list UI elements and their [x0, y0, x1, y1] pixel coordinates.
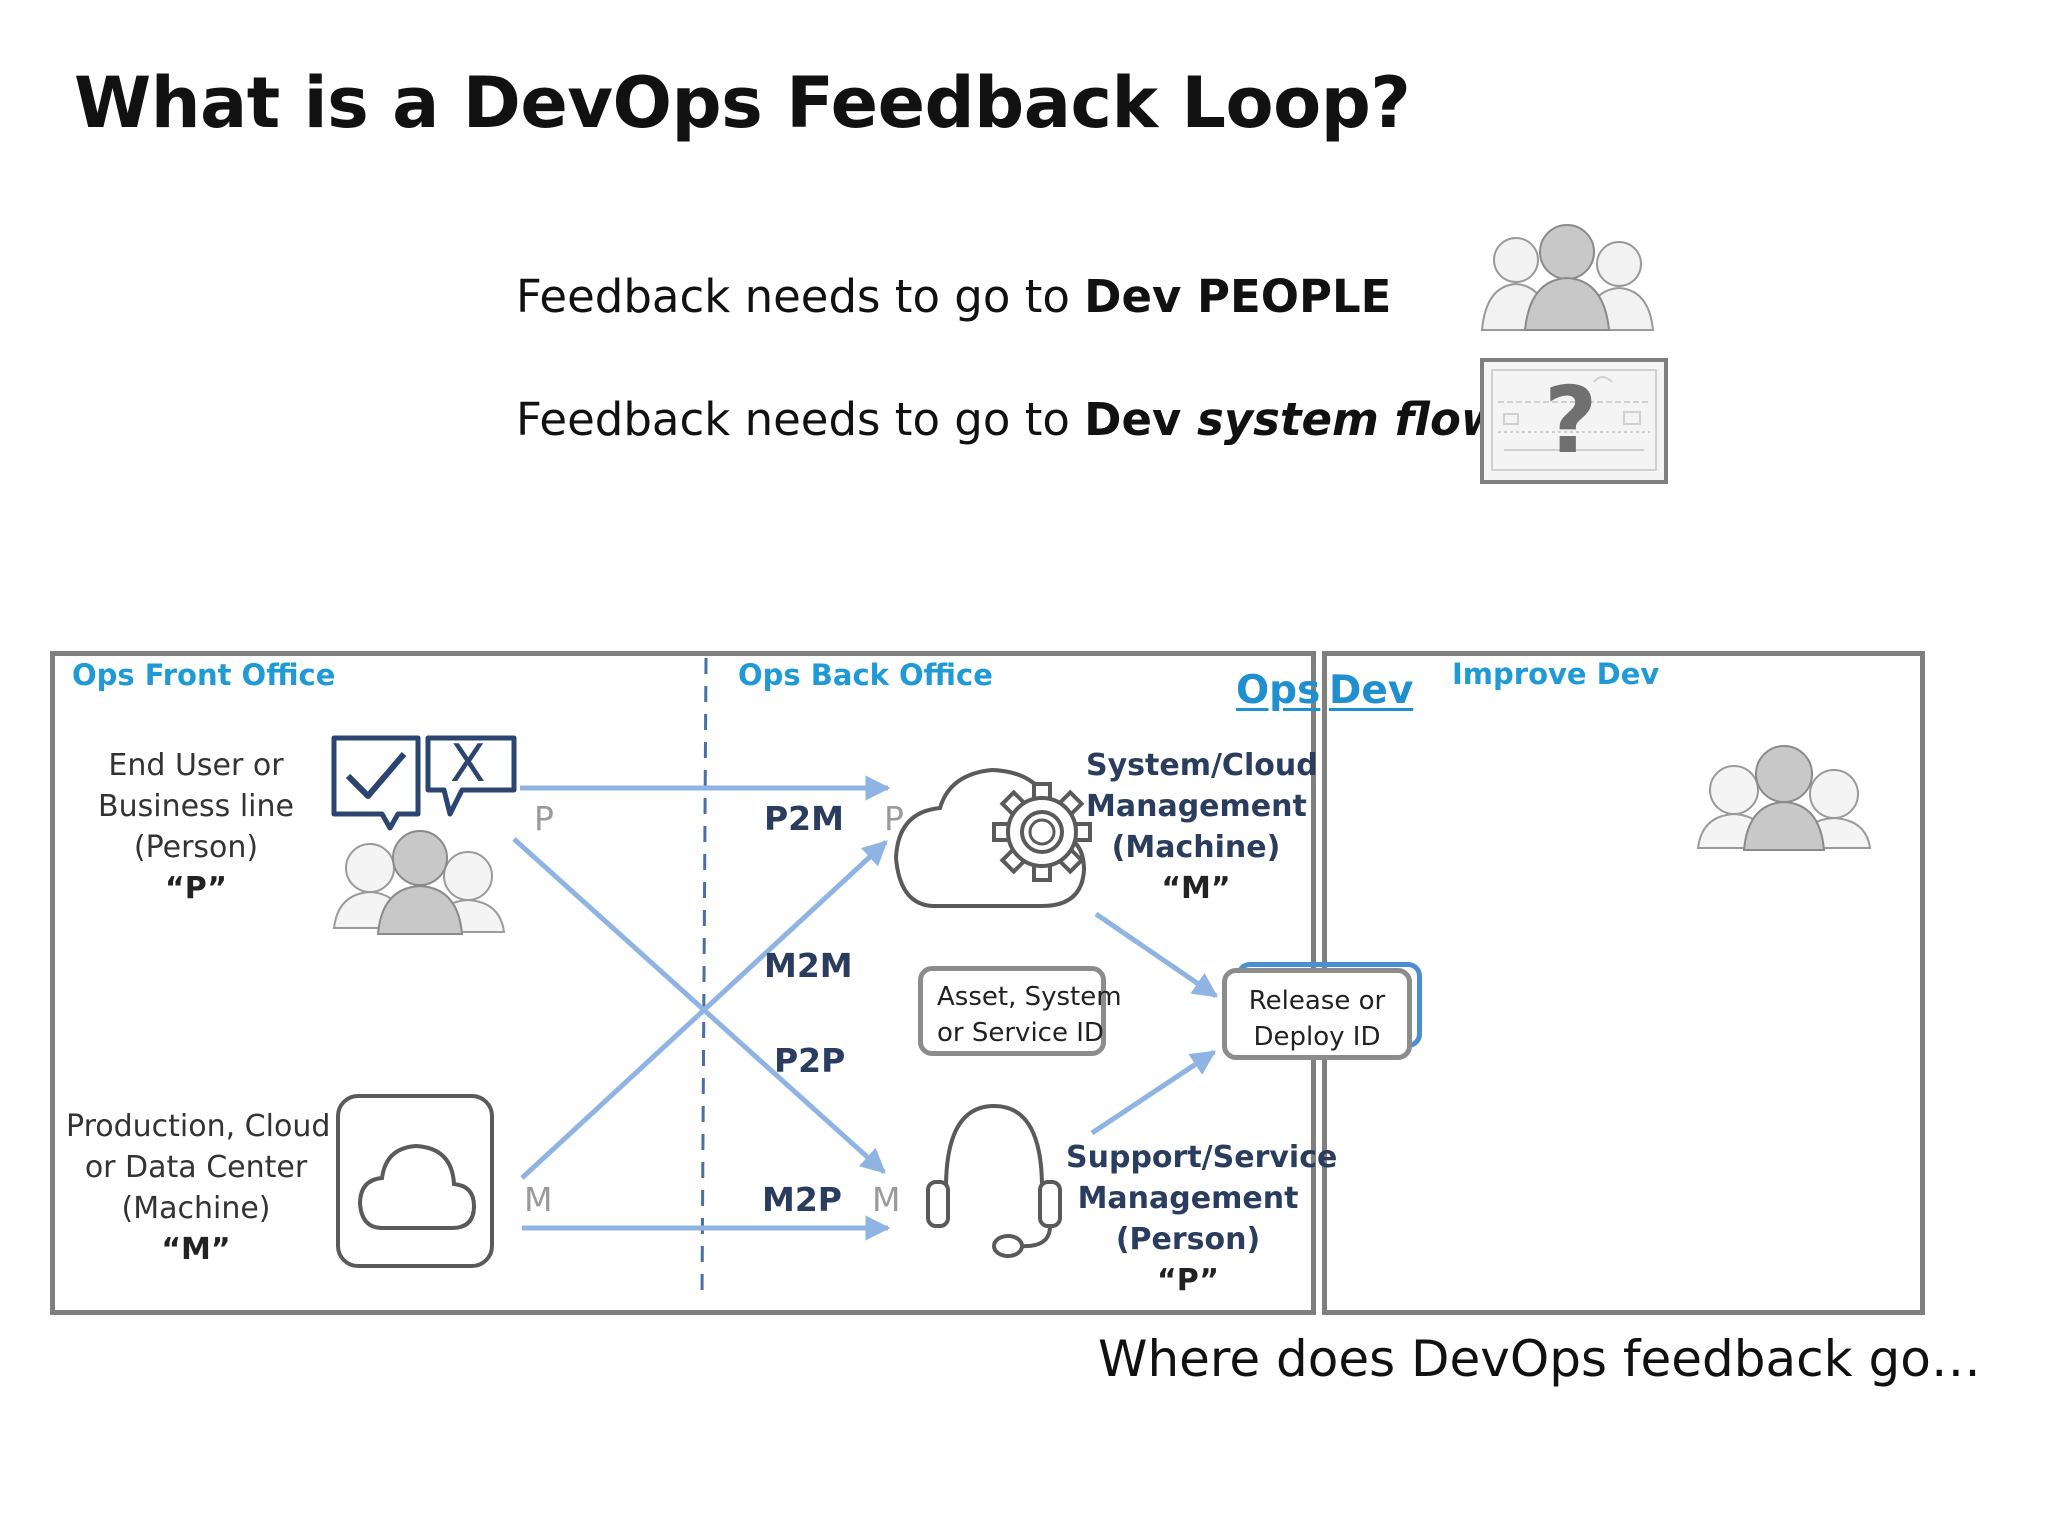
endpoint-tag-m-source: M — [524, 1180, 553, 1219]
production-tag: “M” — [161, 1232, 231, 1267]
system-cloud-line-3: (Machine) — [1111, 830, 1281, 865]
feedback-flows-line: Feedback needs to go to Dev system flows… — [516, 393, 1553, 446]
asset-id-line-1: Asset, System — [937, 982, 1122, 1012]
production-cloud-icon — [336, 1094, 494, 1268]
endpoint-tag-p-target: P — [884, 799, 904, 838]
dev-people-icon — [1480, 224, 1655, 331]
m2m-arrow — [520, 840, 888, 1180]
production-line-1: Production, Cloud — [66, 1109, 331, 1144]
gear-icon — [992, 782, 1092, 882]
footer-question: Where does DevOps feedback go… — [1098, 1330, 1981, 1388]
production-label: Production, Cloud or Data Center (Machin… — [66, 1106, 331, 1270]
feedback-flows-bold-italic: system flows — [1197, 393, 1530, 446]
page-title: What is a DevOps Feedback Loop? — [74, 62, 1411, 144]
release-id-line-1: Release or — [1248, 986, 1386, 1016]
feedback-people-line: Feedback needs to go to Dev PEOPLE — [516, 270, 1391, 323]
end-user-people-icon — [332, 830, 506, 935]
end-user-line-3: (Person) — [133, 830, 259, 865]
support-line-3: (Person) — [1115, 1222, 1261, 1257]
system-cloud-line-2: Management — [1086, 789, 1307, 824]
support-headset-icon — [926, 1103, 1062, 1258]
support-to-release-arrow — [1090, 1049, 1217, 1136]
end-user-tag: “P” — [165, 871, 227, 906]
asset-id-box: Asset, System or Service ID — [918, 966, 1122, 1056]
feedback-people-prefix: Feedback needs to go to — [516, 270, 1085, 323]
production-line-3: (Machine) — [121, 1191, 271, 1226]
check-icon — [345, 752, 407, 799]
cross-icon: X — [450, 734, 486, 794]
system-to-release-arrow — [1094, 911, 1219, 999]
feedback-flows-prefix: Feedback needs to go to — [516, 393, 1085, 446]
section-title-front-office: Ops Front Office — [72, 658, 336, 692]
system-cloud-line-1: System/Cloud — [1086, 748, 1318, 783]
flow-label-p2p: P2P — [774, 1041, 846, 1080]
end-user-label: End User or Business line (Person) “P” — [96, 745, 296, 909]
production-line-2: or Data Center — [84, 1150, 308, 1185]
p2p-arrow — [512, 837, 886, 1174]
system-flows-sketch — [1491, 369, 1657, 471]
office-divider — [700, 657, 708, 1297]
release-id-line-2: Deploy ID — [1253, 1022, 1381, 1052]
feedback-bubbles-icon — [331, 735, 517, 831]
feedback-people-emphasis: Dev PEOPLE — [1084, 270, 1392, 323]
section-title-back-office: Ops Back Office — [738, 658, 993, 692]
system-cloud-tag: “M” — [1161, 871, 1231, 906]
end-user-line-2: Business line — [98, 789, 294, 824]
support-tag: “P” — [1157, 1263, 1219, 1298]
tab-ops[interactable]: Ops — [1236, 668, 1321, 713]
endpoint-tag-p-source: P — [534, 799, 554, 838]
system-cloud-gear-icon — [893, 767, 1092, 908]
section-title-improve-dev: Improve Dev — [1452, 657, 1660, 691]
question-mark-icon: ? — [1544, 367, 1598, 474]
system-cloud-label: System/Cloud Management (Machine) “M” — [1086, 745, 1318, 909]
asset-id-line-2: or Service ID — [937, 1018, 1104, 1048]
end-user-line-1: End User or — [108, 748, 284, 783]
support-line-2: Management — [1077, 1181, 1299, 1216]
feedback-flows-bold: Dev — [1084, 393, 1198, 446]
improve-dev-people-icon — [1696, 745, 1872, 851]
release-id-box: Release or Deploy ID — [1222, 968, 1412, 1060]
flow-label-p2m: P2M — [764, 799, 844, 838]
support-line-1: Support/Service — [1066, 1140, 1338, 1175]
support-label: Support/Service Management (Person) “P” — [1066, 1137, 1338, 1301]
endpoint-tag-m-target: M — [872, 1180, 901, 1219]
system-flows-icon: ? — [1480, 358, 1668, 484]
flow-label-m2m: M2M — [764, 946, 853, 985]
flow-label-m2p: M2P — [762, 1180, 842, 1219]
tab-dev[interactable]: Dev — [1329, 668, 1414, 713]
